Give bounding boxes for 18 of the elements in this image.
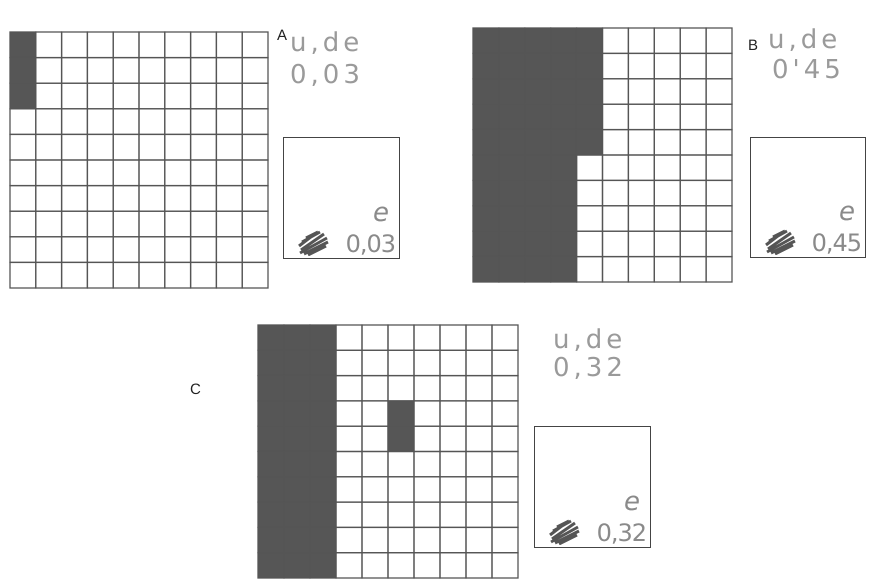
handwritten-note: u,de — [290, 30, 364, 56]
handwritten-answer: 0,03 — [346, 232, 395, 256]
handwritten-letter: e — [624, 489, 640, 515]
handwritten-letter: e — [839, 199, 855, 225]
handwritten-note: 0,03 — [290, 62, 364, 88]
handwritten-note: u,de — [553, 327, 626, 353]
answer-box — [534, 426, 651, 548]
panel-letter: A — [277, 28, 288, 43]
handwritten-answer: 0,45 — [812, 231, 861, 255]
panel-letter: B — [748, 38, 758, 53]
handwritten-note: 0,32 — [553, 355, 627, 381]
handwritten-letter: e — [373, 200, 389, 226]
handwritten-note: u,de — [768, 27, 842, 53]
answer-box — [750, 137, 866, 258]
answer-box — [283, 137, 400, 259]
handwritten-note: 0'45 — [772, 57, 845, 83]
handwritten-answer: 0,32 — [596, 521, 646, 545]
panel-letter: C — [190, 382, 201, 397]
